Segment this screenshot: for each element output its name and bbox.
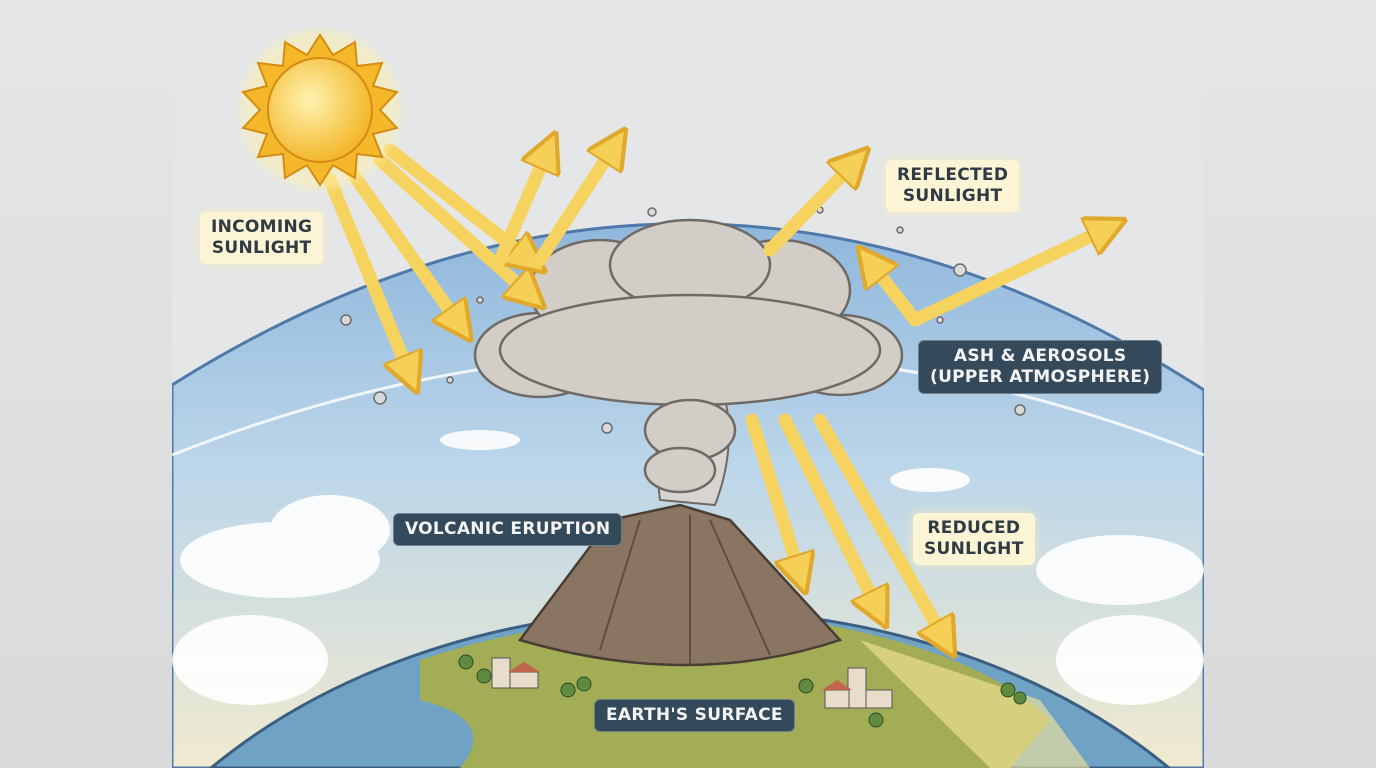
label-line: ASH & AEROSOLS: [953, 346, 1127, 366]
reduced-ray: [778, 413, 878, 610]
label-ash-aerosols: ASH & AEROSOLS (UPPER ATMOSPHERE): [918, 340, 1163, 394]
sunlit-ground: [860, 640, 1090, 768]
incoming-ray: [343, 163, 460, 325]
label-reflected-sunlight: REFLECTED SUNLIGHT: [886, 160, 1020, 212]
reduced-ray: [813, 413, 945, 640]
label-volcanic-eruption: VOLCANIC ERUPTION: [393, 513, 623, 546]
reflected-ray: [533, 145, 615, 267]
incoming-ray: [323, 173, 410, 375]
label-line: SUNLIGHT: [924, 539, 1024, 559]
reflected-ray: [870, 262, 922, 327]
label-incoming-sunlight: INCOMING SUNLIGHT: [200, 212, 324, 264]
label-line: REDUCED: [927, 518, 1021, 538]
label-line: REFLECTED: [897, 165, 1009, 185]
ash-cloud: [473, 218, 904, 494]
label-line: (UPPER ATMOSPHERE): [930, 367, 1151, 387]
sun-icon: [240, 30, 400, 190]
label-line: INCOMING: [211, 217, 313, 237]
volcano-ridges: [599, 515, 771, 665]
label-line: SUNLIGHT: [211, 238, 312, 258]
label-line: SUNLIGHT: [902, 186, 1003, 206]
label-reduced-sunlight: REDUCED SUNLIGHT: [913, 513, 1035, 565]
label-earths-surface: EARTH'S SURFACE: [594, 699, 795, 732]
town: [458, 654, 1027, 728]
reflected-ray: [763, 162, 855, 257]
reflected-ray: [908, 228, 1108, 327]
low-clouds: [172, 430, 1204, 705]
reflected-ray: [493, 150, 548, 267]
reduced-ray: [745, 413, 800, 575]
sunlight-arrows: [323, 145, 1108, 640]
